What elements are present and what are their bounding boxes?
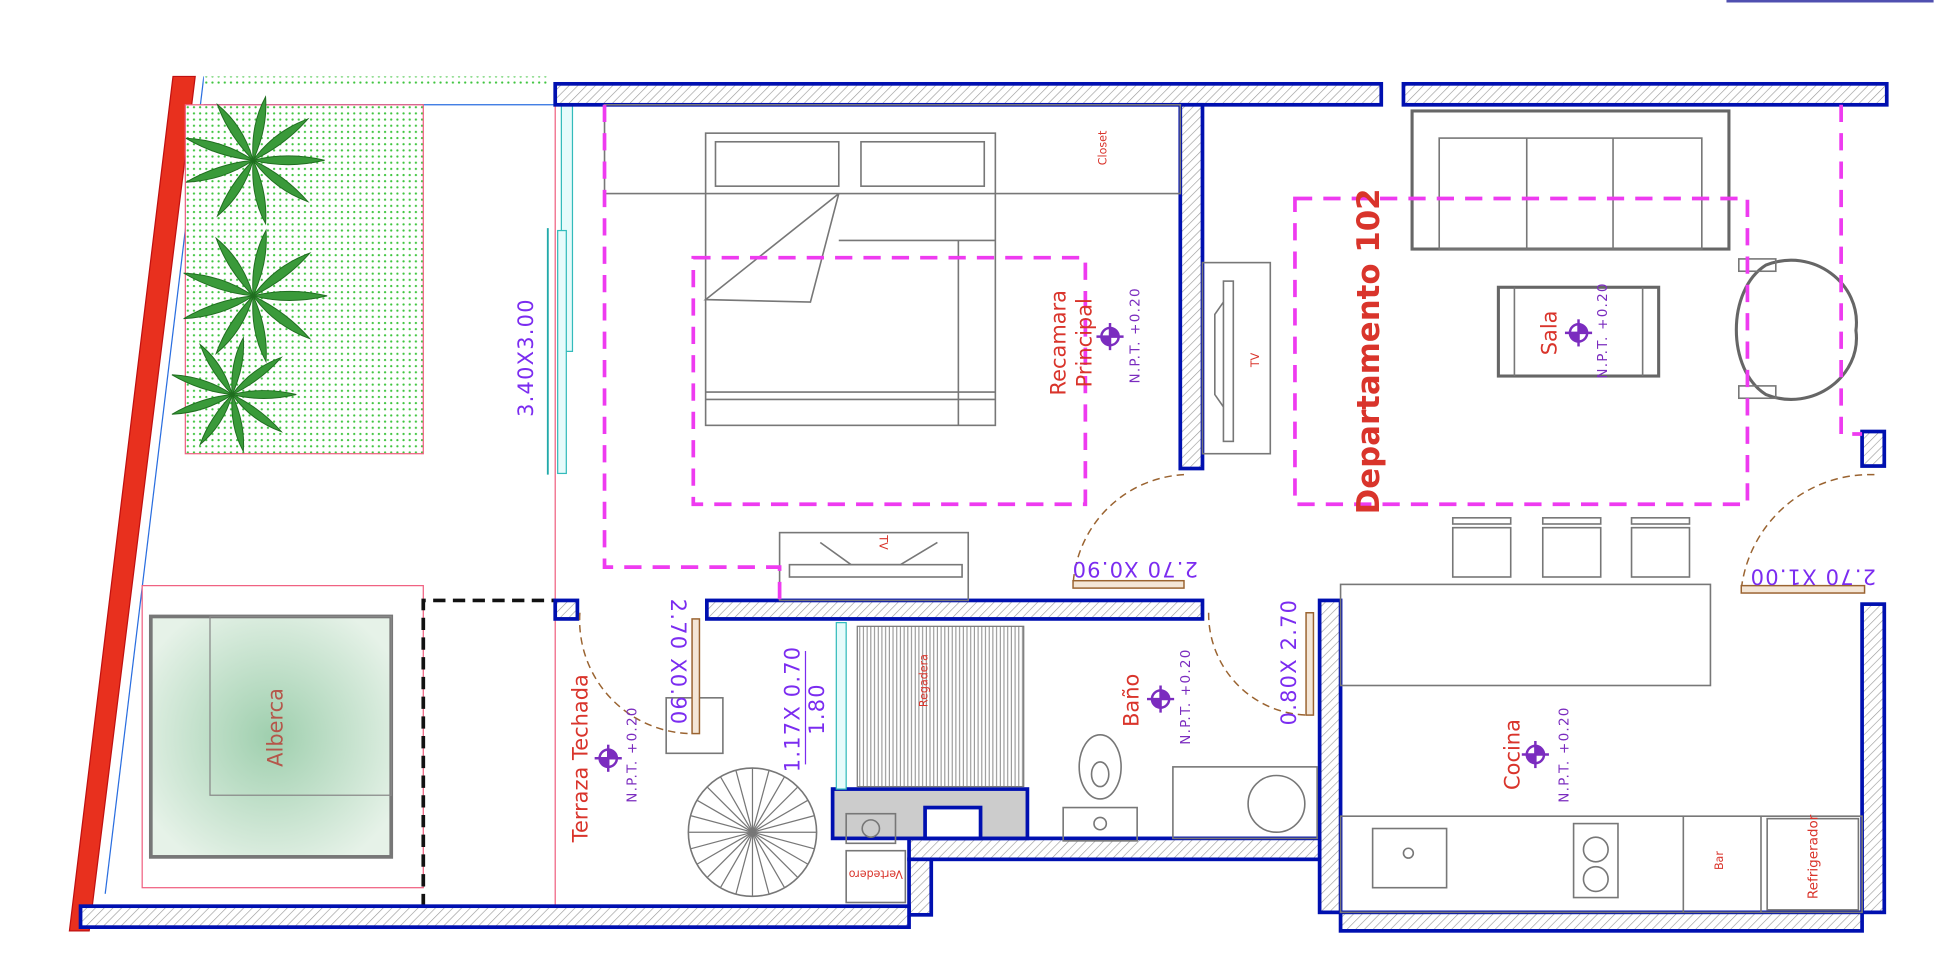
pool xyxy=(148,614,394,859)
property-line xyxy=(68,75,196,932)
closet xyxy=(603,103,1182,195)
palm-tree-icon xyxy=(185,95,325,226)
label-sala: Sala xyxy=(1537,310,1561,355)
washer xyxy=(845,812,897,845)
stair-tread xyxy=(735,832,754,895)
toilet xyxy=(1062,734,1138,842)
zone-bed xyxy=(691,255,1088,507)
level-marker-icon xyxy=(594,744,622,772)
pool-step xyxy=(209,615,392,796)
washbasin xyxy=(1172,766,1318,840)
stair-tread xyxy=(690,831,753,850)
stair-tread xyxy=(735,770,754,833)
door-terrace xyxy=(578,612,701,735)
label-tv-bedroom: TV xyxy=(876,534,889,550)
zone-bedroom xyxy=(602,104,782,605)
window-terrace-2 xyxy=(557,229,567,475)
stair-tread xyxy=(751,770,770,833)
stair-tread xyxy=(752,815,815,833)
palm-tree-icon xyxy=(183,228,328,364)
bar-stools xyxy=(1451,517,1691,578)
dim-door-bedroom: 2.70 X0.90 xyxy=(1071,557,1198,581)
zone-right xyxy=(1839,104,1863,436)
level-marker-icon xyxy=(1096,323,1124,351)
label-principal: Principal xyxy=(1073,298,1097,387)
label-recamara: Recamara xyxy=(1047,290,1071,396)
stair-tread xyxy=(752,831,815,850)
dim-window-bath-top: 1.17X 0.70 xyxy=(780,646,804,773)
zone-departamento xyxy=(1293,196,1750,507)
stair-tread xyxy=(690,815,753,833)
label-terraza: Terraza Techada xyxy=(568,674,592,843)
bed xyxy=(703,132,997,427)
stair-tread xyxy=(752,831,809,865)
dim-window-terrace: 3.40X3.00 xyxy=(514,298,538,417)
tv-stand-bedroom xyxy=(778,531,970,602)
dim-door-terrace: 2.70 X0.90 xyxy=(666,599,690,726)
label-closet: Closet xyxy=(1096,130,1109,165)
dim-door-bath: 0.80X 2.70 xyxy=(1277,599,1301,726)
shower xyxy=(856,625,1025,788)
stair-tread xyxy=(719,831,754,889)
level-sala: N.P.T. +0.20 xyxy=(1595,282,1611,378)
label-refrigerador: Refrigerador xyxy=(1806,814,1822,899)
kitchen-island xyxy=(1339,583,1712,687)
label-tv-living: TV xyxy=(1249,352,1262,368)
door-bedroom xyxy=(1072,473,1185,589)
stair-tread xyxy=(719,776,754,833)
stair-tread xyxy=(706,831,753,878)
palm-icons xyxy=(171,95,328,454)
door-bath xyxy=(1207,612,1315,716)
tv-stand-living xyxy=(1201,261,1272,455)
stair-tread xyxy=(751,831,786,889)
label-bano: Baño xyxy=(1119,674,1143,727)
label-regadera: Regadera xyxy=(918,654,931,707)
spiral-stair xyxy=(687,767,818,898)
stair-tread xyxy=(752,831,799,878)
stair-tread xyxy=(751,776,786,833)
garden-strip xyxy=(203,76,550,84)
label-cocina: Cocina xyxy=(1500,719,1524,790)
level-marker-icon xyxy=(1564,319,1593,347)
level-recamara: N.P.T. +0.20 xyxy=(1128,287,1144,383)
stair-tread xyxy=(752,799,809,833)
label-vertedero: Vertedero xyxy=(848,867,902,880)
label-departamento: Departamento 102 xyxy=(1351,188,1387,514)
level-marker-icon xyxy=(1147,685,1175,713)
terrace-edge xyxy=(421,598,556,907)
kitchen-counter xyxy=(1339,815,1863,914)
label-alberca: Alberca xyxy=(264,688,288,767)
stair-tread xyxy=(752,786,799,833)
coffee-table xyxy=(1496,285,1661,378)
stair-tread xyxy=(696,799,753,833)
level-cocina: N.P.T. +0.20 xyxy=(1557,706,1573,802)
stair-tread xyxy=(706,786,753,833)
walls xyxy=(78,81,1889,933)
stair-tread xyxy=(696,831,753,865)
stair-tread xyxy=(751,832,770,895)
armchair xyxy=(1734,258,1858,401)
dim-window-bath-bottom: 1.80 xyxy=(805,683,829,735)
level-terraza: N.P.T. +0.20 xyxy=(625,706,641,802)
level-marker-icon xyxy=(1521,740,1549,769)
door-entry xyxy=(1740,473,1875,594)
dim-door-entry: 2.70 X1.00 xyxy=(1749,565,1876,589)
window-bath xyxy=(835,622,847,790)
sofa xyxy=(1410,109,1731,251)
sink-vertedero xyxy=(845,849,907,904)
label-bar: Bar xyxy=(1713,851,1726,870)
level-bano: N.P.T. +0.20 xyxy=(1178,648,1194,744)
palm-tree-icon xyxy=(171,336,297,454)
